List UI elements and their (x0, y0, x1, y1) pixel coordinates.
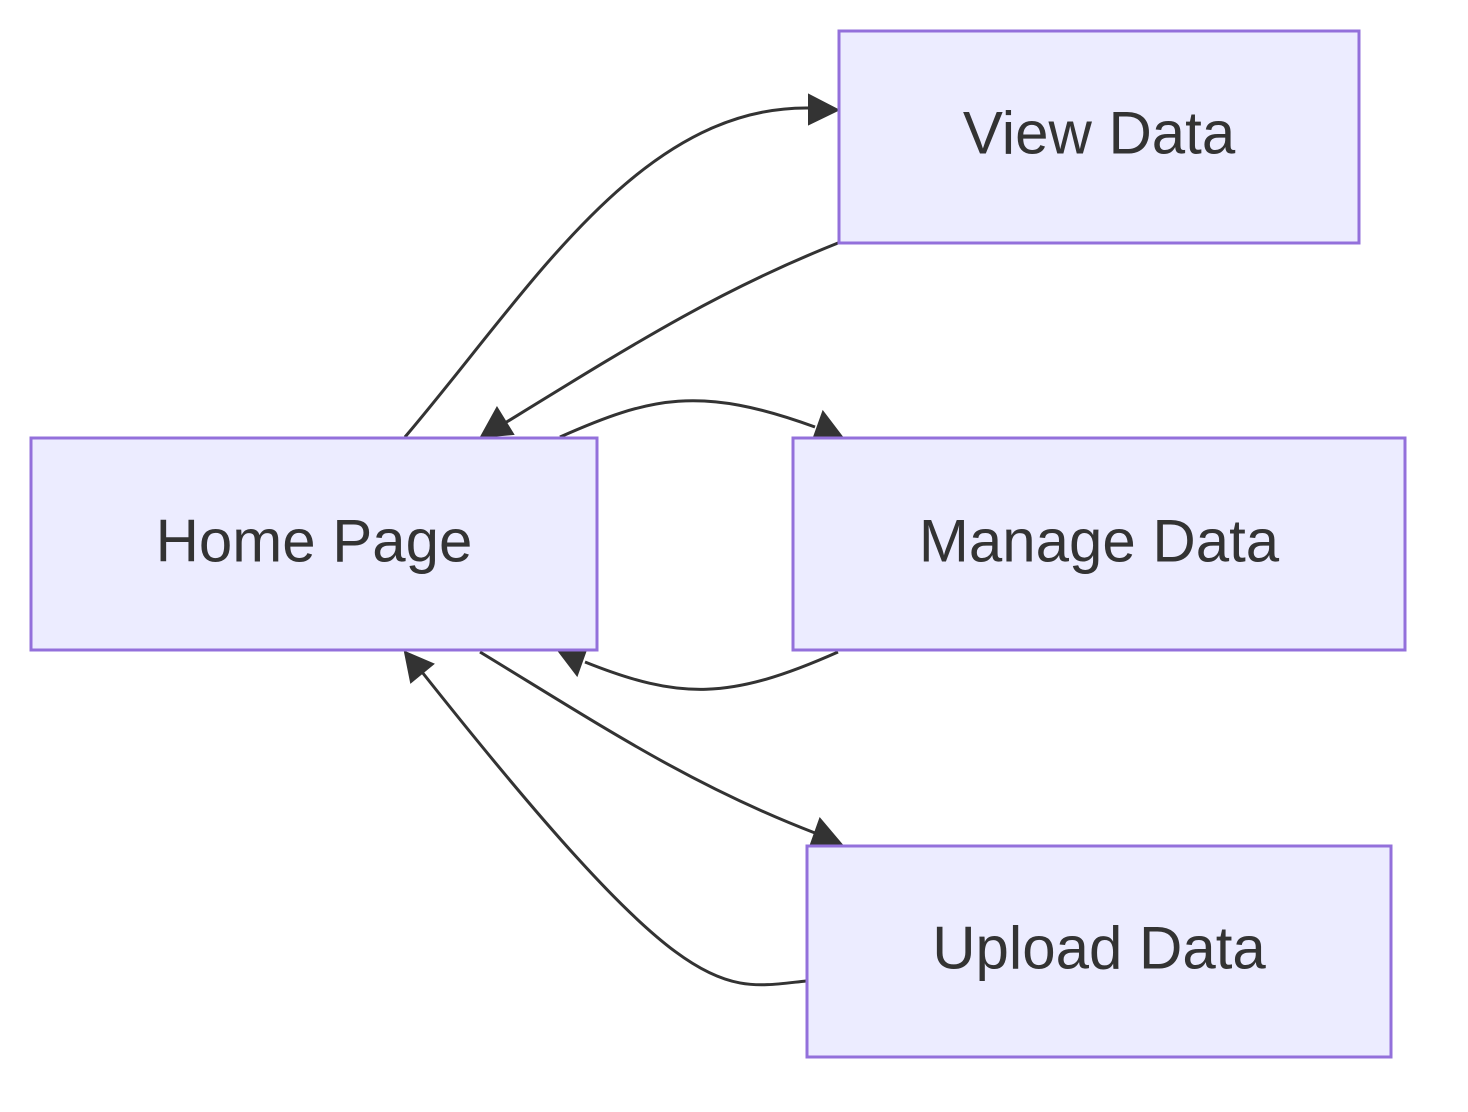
edge-home-to-manage-arrowhead (811, 409, 844, 442)
node-view-box (837, 29, 1361, 245)
node-view-label: View Data (963, 100, 1236, 167)
edge-manage-to-home (584, 650, 839, 691)
edge-upload-to-home-arrowhead (403, 650, 435, 684)
edge-upload-to-home (420, 671, 807, 987)
edge-home-to-view-arrowhead (808, 93, 841, 126)
node-home-label: Home Page (156, 508, 473, 575)
edge-home-to-manage (559, 399, 816, 439)
node-manage-box (791, 436, 1407, 652)
edge-home-to-upload-arrowhead (808, 817, 845, 849)
node-view[interactable]: View Data (837, 29, 1361, 245)
node-home-box (29, 436, 599, 652)
edge-view-to-home-arrowhead (479, 406, 515, 439)
edge-home-to-view (403, 106, 811, 438)
node-upload-box (805, 844, 1393, 1059)
node-manage-label: Manage Data (919, 508, 1280, 575)
edge-view-to-home (504, 241, 839, 425)
node-home[interactable]: Home Page (29, 436, 599, 652)
node-upload-label: Upload Data (932, 915, 1266, 982)
node-upload[interactable]: Upload Data (805, 844, 1393, 1059)
node-manage[interactable]: Manage Data (791, 436, 1407, 652)
edge-home-to-upload (479, 650, 816, 835)
